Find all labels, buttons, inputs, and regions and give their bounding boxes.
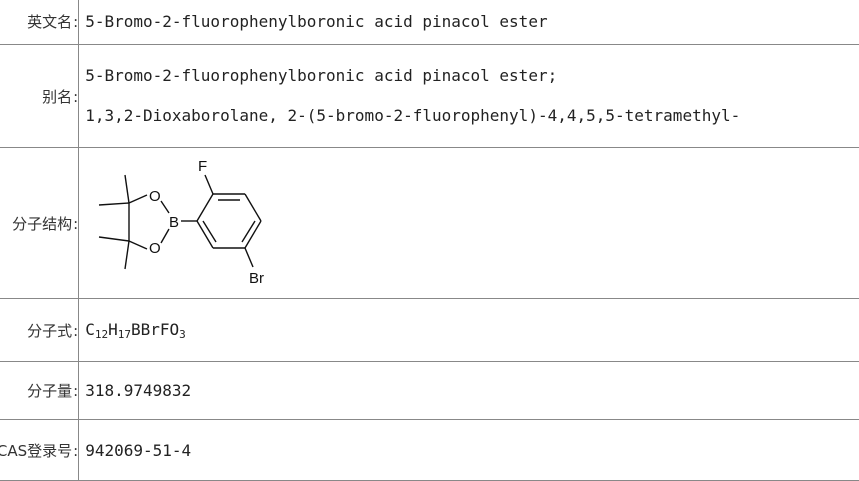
formula-o-count: 3 xyxy=(179,327,186,341)
colon: : xyxy=(73,321,79,340)
formula-c-count: 12 xyxy=(94,327,109,341)
bond-c-o-top xyxy=(128,194,148,204)
atom-o-top: O xyxy=(149,188,161,205)
aliases-label: 别名: xyxy=(0,44,80,148)
english-name-label-text: 英文名 xyxy=(27,13,73,31)
ring-bond-6 xyxy=(196,220,214,249)
molecular-structure-image: O O B F Br xyxy=(99,158,264,287)
structure-cell: O O B F Br xyxy=(78,147,859,299)
structure-atom-labels: O O B F Br xyxy=(149,158,264,287)
methyl-2 xyxy=(99,202,130,206)
atom-b: B xyxy=(169,214,179,231)
structure-label-text: 分子结构 xyxy=(12,214,73,233)
double-bond-3 xyxy=(202,220,217,243)
formula-label: 分子式: xyxy=(0,298,80,362)
row-aliases: 别名: 5-Bromo-2-fluorophenylboronic acid p… xyxy=(0,44,859,148)
row-english-name: 英文名: 5-Bromo-2-fluorophenylboronic acid … xyxy=(0,0,859,45)
row-mol-weight: 分子量: 318.9749832 xyxy=(0,361,859,420)
colon: : xyxy=(73,441,79,460)
formula-h-count: 17 xyxy=(117,327,131,341)
english-name-value: 5-Bromo-2-fluorophenylboronic acid pinac… xyxy=(78,0,859,45)
row-cas: CAS登录号: 942069-51-4 xyxy=(0,419,859,481)
double-bond-2 xyxy=(241,220,256,243)
colon: : xyxy=(73,87,79,106)
formula-value: C12H17BBrFO3 xyxy=(78,298,859,362)
formula-rest: BBrFO xyxy=(130,319,180,339)
atom-o-bottom: O xyxy=(149,240,161,257)
bond-c-br xyxy=(244,247,254,268)
cas-label: CAS登录号: xyxy=(0,419,80,481)
alias-line-1: 5-Bromo-2-fluorophenylboronic acid pinac… xyxy=(85,66,558,85)
alias-line-2: 1,3,2-Dioxaborolane, 2-(5-bromo-2-fluoro… xyxy=(85,106,741,125)
cas-value: 942069-51-4 xyxy=(78,419,859,481)
cas-label-text: CAS登录号 xyxy=(0,441,73,460)
atom-f: F xyxy=(198,158,207,175)
formula-h: H xyxy=(108,319,118,339)
mol-weight-label: 分子量: xyxy=(0,361,80,420)
structure-label: 分子结构: xyxy=(0,147,80,299)
ring-bond-3 xyxy=(244,193,262,222)
colon: : xyxy=(73,214,79,233)
bond-o-b-bottom xyxy=(160,228,170,244)
mol-weight-value: 318.9749832 xyxy=(78,361,859,420)
bond-c-o-bottom xyxy=(128,240,148,250)
formula-c: C xyxy=(85,319,95,339)
english-name-label: 英文名: xyxy=(0,0,80,45)
bond-o-b-top xyxy=(160,200,170,214)
methyl-1 xyxy=(124,174,130,204)
aliases-value: 5-Bromo-2-fluorophenylboronic acid pinac… xyxy=(78,44,859,148)
methyl-4 xyxy=(124,240,130,270)
row-structure: 分子结构: xyxy=(0,147,859,299)
aliases-label-text: 别名 xyxy=(42,87,73,106)
ring-bond-1 xyxy=(196,193,214,222)
mol-weight-label-text: 分子量 xyxy=(27,382,73,400)
colon: : xyxy=(73,382,79,400)
structure-bonds xyxy=(99,174,262,270)
formula-label-text: 分子式 xyxy=(27,321,73,340)
ring-bond-4 xyxy=(244,220,262,249)
bond-c-f xyxy=(204,174,214,195)
atom-br: Br xyxy=(249,270,264,287)
colon: : xyxy=(73,13,79,31)
methyl-3 xyxy=(99,236,130,242)
row-formula: 分子式: C12H17BBrFO3 xyxy=(0,298,859,362)
